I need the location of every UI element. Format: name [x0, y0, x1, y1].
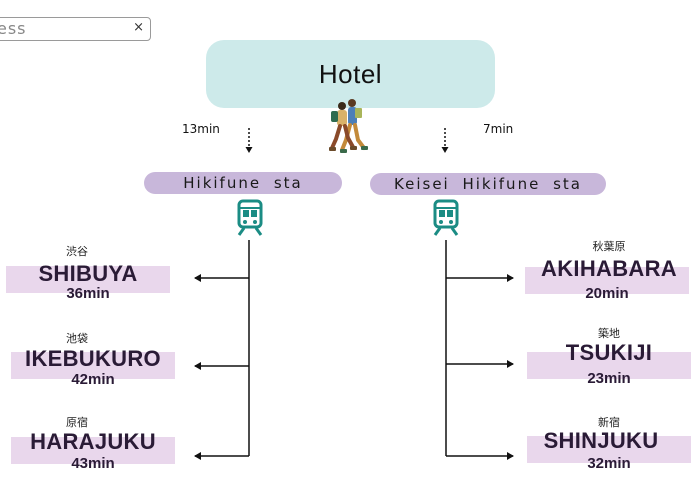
train-icon — [237, 199, 263, 236]
destination-kanji: 池袋 — [66, 332, 88, 345]
train-icon — [433, 199, 459, 236]
station-keisei-hikifune: Keisei Hikifune sta — [370, 173, 606, 195]
hotel-title: Hotel — [318, 58, 383, 89]
station-hikifune-label: Hikifune sta — [183, 174, 303, 192]
destination-name: HARAJUKU — [30, 429, 156, 454]
destination-kanji: 秋葉原 — [592, 240, 626, 253]
destination-time: 23min — [587, 370, 631, 387]
destination-time: 32min — [587, 455, 631, 472]
destination-kanji: 渋谷 — [66, 245, 88, 258]
destination-bar — [6, 266, 170, 293]
destination-time: 36min — [66, 285, 110, 302]
destination-kanji: 原宿 — [66, 416, 88, 429]
destination-bar — [525, 267, 689, 294]
destination-time: 42min — [71, 371, 115, 388]
destination-bar — [527, 436, 691, 463]
left-walk-time: 13min — [182, 122, 220, 136]
destination-kanji: 新宿 — [598, 416, 620, 429]
search-input[interactable]: ess × — [0, 17, 151, 41]
destination-bar — [527, 352, 691, 379]
destination-name: SHIBUYA — [38, 261, 138, 286]
destination-name: AKIHABARA — [541, 256, 677, 281]
station-hikifune: Hikifune sta — [144, 172, 342, 194]
traveler-couple-icon — [329, 99, 368, 153]
destination-name: SHINJUKU — [543, 428, 659, 453]
right-walk-time: 7min — [483, 122, 514, 136]
station-keisei-hikifune-label: Keisei Hikifune sta — [394, 175, 582, 193]
destination-name: TSUKIJI — [565, 340, 653, 365]
clear-search-button[interactable]: × — [133, 20, 144, 35]
search-input-value: ess — [0, 19, 27, 38]
destination-kanji: 築地 — [598, 327, 620, 340]
destination-bar — [11, 352, 175, 379]
destination-bar — [11, 437, 175, 464]
destination-time: 20min — [585, 285, 629, 302]
destination-name: IKEBUKURO — [25, 346, 161, 371]
hotel-box: Hotel — [206, 40, 495, 108]
destination-time: 43min — [71, 455, 115, 472]
